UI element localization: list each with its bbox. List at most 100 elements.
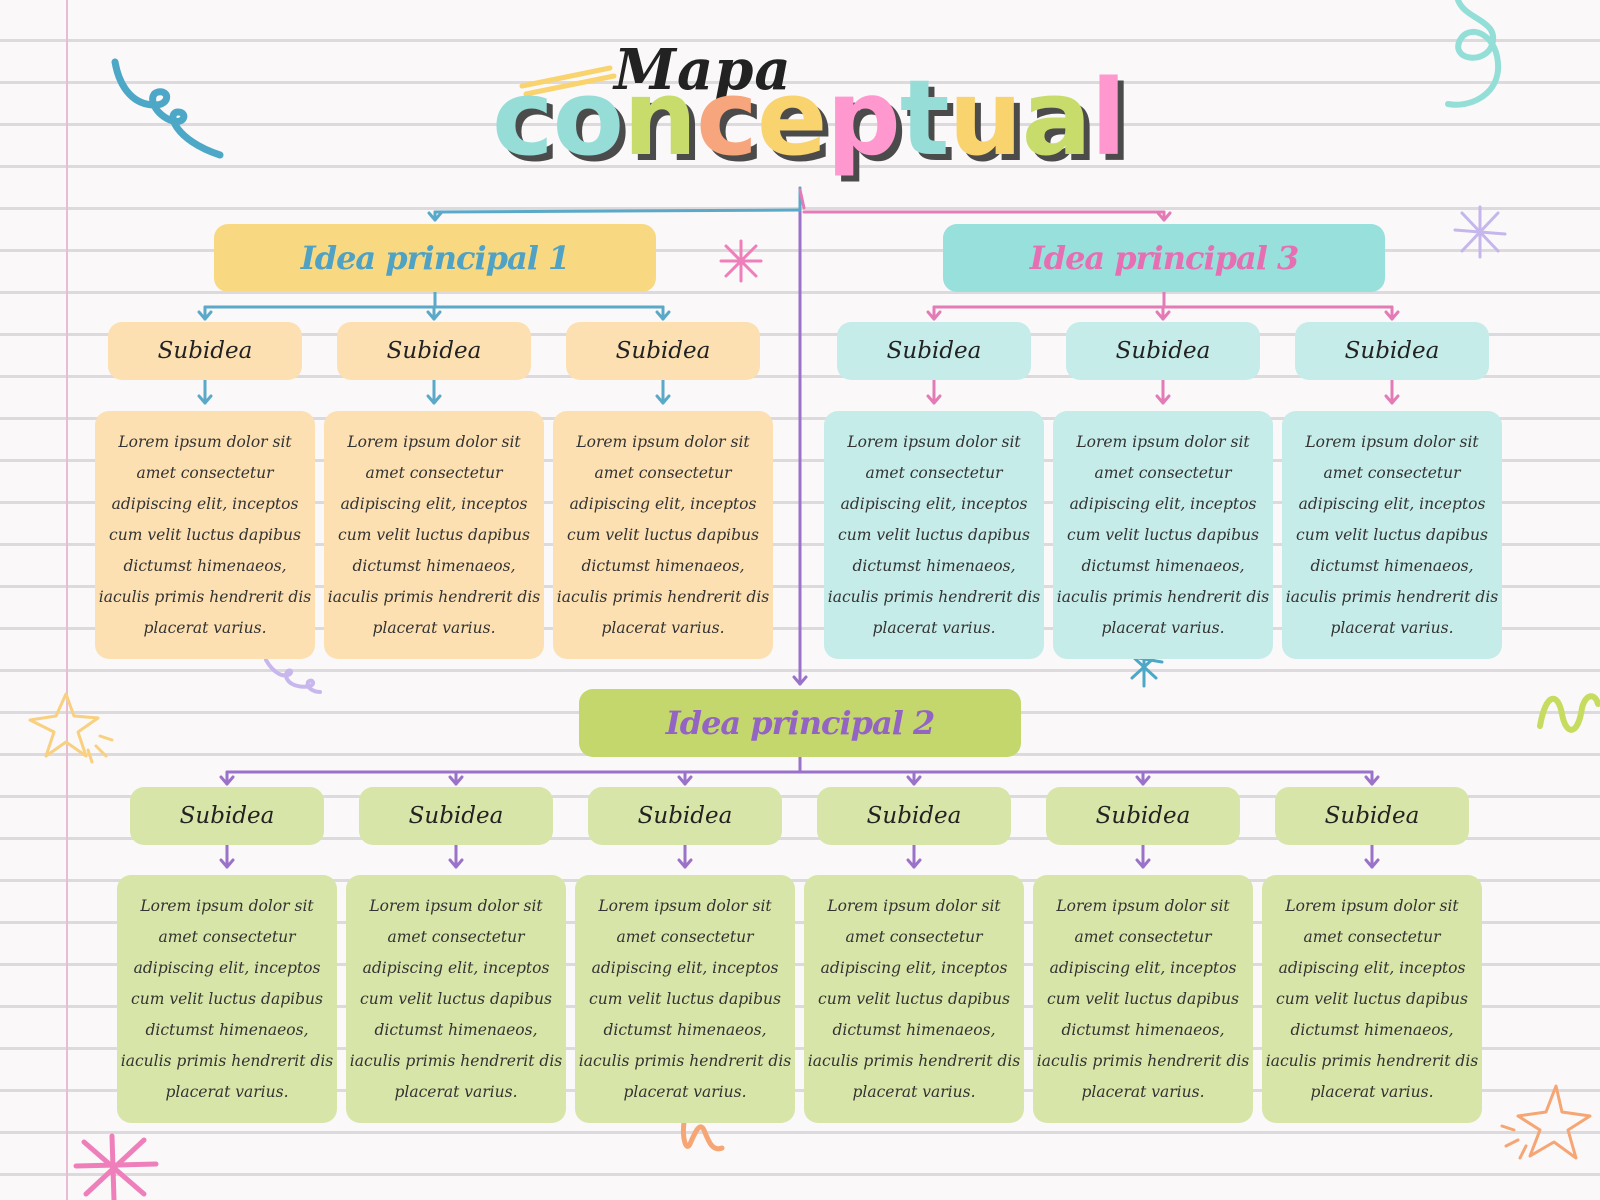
subidea-label: Subidea (886, 338, 982, 364)
title-letter: a (1021, 57, 1092, 179)
subidea-box: Subidea (1295, 322, 1489, 380)
title-letter: l (1090, 57, 1127, 179)
title-letter: c (492, 57, 554, 179)
arrowhead (792, 675, 808, 686)
arrowhead (197, 394, 213, 405)
arrowhead (1384, 310, 1400, 321)
starburst-lavender-icon (1453, 205, 1507, 259)
subidea-label: Subidea (615, 338, 711, 364)
arrowhead (655, 394, 671, 405)
subidea-label: Subidea (179, 803, 275, 829)
subidea-label: Subidea (866, 803, 962, 829)
subidea-description: Lorem ipsum dolor sit amet consectetur a… (327, 432, 541, 637)
subidea-box: Subidea (359, 787, 553, 845)
subidea-description: Lorem ipsum dolor sit amet consectetur a… (556, 432, 770, 637)
branch-line (798, 188, 806, 210)
page-title: conceptual (492, 66, 1126, 170)
subidea-box: Subidea (1046, 787, 1240, 845)
arrowhead (677, 858, 693, 869)
arrowhead (197, 310, 213, 321)
main-idea-1-label: Idea principal 1 (300, 239, 571, 277)
squiggle-doodle-icon (1445, 0, 1502, 108)
title-letter: n (623, 57, 697, 179)
subidea-box: Subidea (588, 787, 782, 845)
main-idea-1-box: Idea principal 1 (214, 224, 656, 292)
subidea-text-box: Lorem ipsum dolor sit amet consectetur a… (1262, 875, 1482, 1123)
subidea-box: Subidea (837, 322, 1031, 380)
title-accent-strokes (519, 65, 617, 97)
arrowhead (1135, 775, 1151, 786)
arrowhead (426, 394, 442, 405)
title-letter: u (948, 57, 1023, 179)
subidea-description: Lorem ipsum dolor sit amet consectetur a… (1036, 896, 1250, 1101)
subidea-description: Lorem ipsum dolor sit amet consectetur a… (120, 896, 334, 1101)
subidea-text-box: Lorem ipsum dolor sit amet consectetur a… (324, 411, 544, 659)
arrowhead (1364, 858, 1380, 869)
subidea-text-box: Lorem ipsum dolor sit amet consectetur a… (1053, 411, 1273, 659)
arrowhead (1155, 394, 1171, 405)
subidea-text-box: Lorem ipsum dolor sit amet consectetur a… (1282, 411, 1502, 659)
title-letter: o (552, 57, 624, 179)
subidea-label: Subidea (408, 803, 504, 829)
title-letter: c (696, 57, 758, 179)
subidea-description: Lorem ipsum dolor sit amet consectetur a… (98, 432, 312, 637)
arrowhead (448, 775, 464, 786)
main-idea-2-box: Idea principal 2 (579, 689, 1021, 757)
subidea-box: Subidea (337, 322, 531, 380)
subidea-text-box: Lorem ipsum dolor sit amet consectetur a… (117, 875, 337, 1123)
arrowhead (1384, 394, 1400, 405)
arrowhead (219, 858, 235, 869)
subidea-box: Subidea (1275, 787, 1469, 845)
starburst-pink-icon (719, 239, 763, 283)
subidea-description: Lorem ipsum dolor sit amet consectetur a… (827, 432, 1041, 637)
subidea-text-box: Lorem ipsum dolor sit amet consectetur a… (575, 875, 795, 1123)
notebook-margin-line (66, 0, 68, 1200)
main-idea-3-box: Idea principal 3 (943, 224, 1385, 292)
swirl-lavender-icon (264, 658, 322, 694)
main-idea-3-label: Idea principal 3 (1029, 239, 1300, 277)
subidea-text-box: Lorem ipsum dolor sit amet consectetur a… (553, 411, 773, 659)
subidea-box: Subidea (566, 322, 760, 380)
subidea-label: Subidea (1324, 803, 1420, 829)
title-script: Mapa (614, 37, 792, 103)
arrowhead (1135, 858, 1151, 869)
subidea-box: Subidea (817, 787, 1011, 845)
subidea-box: Subidea (1066, 322, 1260, 380)
arrowhead (427, 211, 443, 222)
star-orange-icon (1500, 1084, 1592, 1160)
arrowhead (448, 858, 464, 869)
subidea-description: Lorem ipsum dolor sit amet consectetur a… (807, 896, 1021, 1101)
subidea-text-box: Lorem ipsum dolor sit amet consectetur a… (824, 411, 1044, 659)
arrowhead (906, 775, 922, 786)
arrowhead (677, 775, 693, 786)
subidea-text-box: Lorem ipsum dolor sit amet consectetur a… (1033, 875, 1253, 1123)
subidea-label: Subidea (637, 803, 733, 829)
subidea-text-box: Lorem ipsum dolor sit amet consectetur a… (804, 875, 1024, 1123)
arrowhead (926, 310, 942, 321)
arrowhead (655, 310, 671, 321)
title-letter: p (826, 57, 900, 179)
arrowhead (906, 858, 922, 869)
subidea-box: Subidea (108, 322, 302, 380)
starburst-pink-bottom-icon (73, 1133, 159, 1200)
squiggle-orange-icon (681, 1119, 725, 1152)
subidea-description: Lorem ipsum dolor sit amet consectetur a… (578, 896, 792, 1101)
arrowhead (1156, 211, 1172, 222)
arrowhead (1155, 310, 1171, 321)
title-letter: e (756, 57, 828, 179)
swirl-doodle-icon (111, 58, 224, 159)
title-letter: t (899, 57, 950, 179)
subidea-label: Subidea (386, 338, 482, 364)
subidea-description: Lorem ipsum dolor sit amet consectetur a… (1285, 432, 1499, 637)
arrowhead (1364, 775, 1380, 786)
arrowhead (926, 394, 942, 405)
main-idea-2-label: Idea principal 2 (665, 704, 936, 742)
arrowhead (426, 310, 442, 321)
subidea-description: Lorem ipsum dolor sit amet consectetur a… (349, 896, 563, 1101)
subidea-label: Subidea (157, 338, 253, 364)
subidea-label: Subidea (1095, 803, 1191, 829)
subidea-text-box: Lorem ipsum dolor sit amet consectetur a… (95, 411, 315, 659)
wave-green-icon (1537, 693, 1600, 733)
subidea-box: Subidea (130, 787, 324, 845)
